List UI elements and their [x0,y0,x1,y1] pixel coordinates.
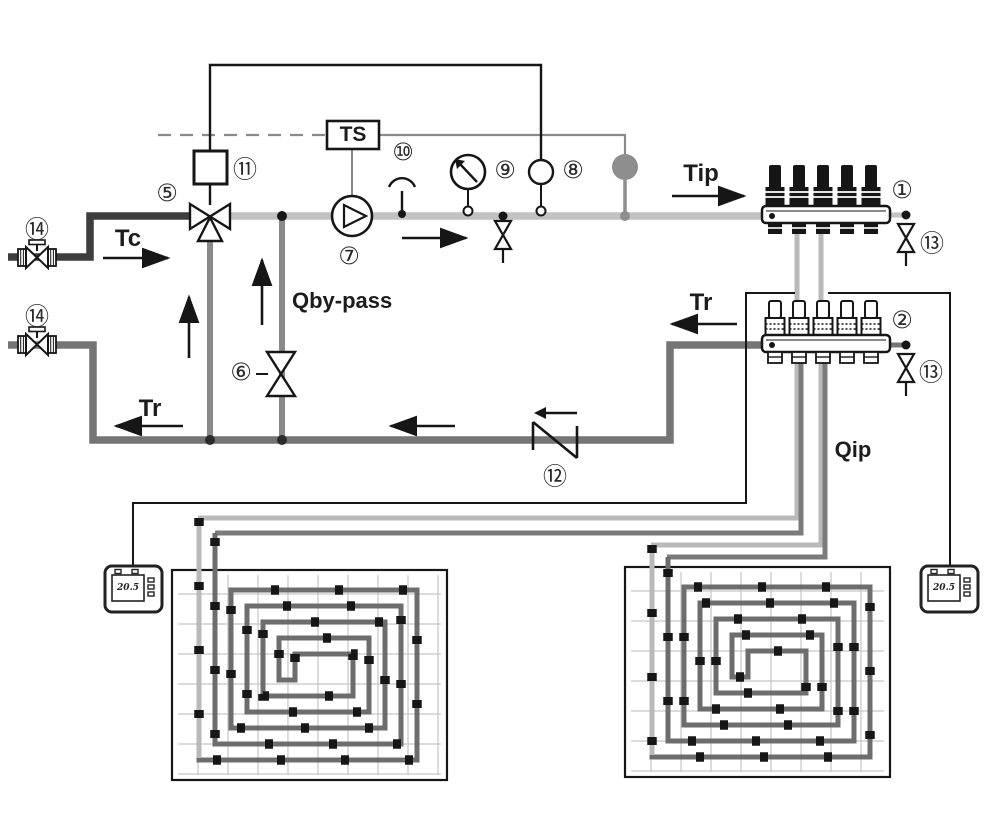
ts-sensor-line [379,133,627,156]
thermostat-button [963,591,971,597]
tag-1: ① [891,176,913,204]
thermostat-reading-left: 20.5 [117,583,139,593]
tag-10: ⑩ [392,138,414,166]
junction-dot [277,435,287,445]
label-qip: Qip [834,437,872,462]
label-qbypass: Qby-pass [292,288,393,313]
thermometer-icon [449,153,487,217]
tag-11: ⑪ [233,155,257,184]
pump-icon [330,194,374,238]
tag-9: ⑨ [494,156,516,184]
actuator-icon [192,149,229,186]
manifold-bottom-stubs [767,351,879,364]
tag-13-supply: ⑬ [920,229,944,258]
tag-12: ⑫ [543,462,567,491]
control-lines [132,63,951,566]
return-pipe [8,341,762,444]
flow-arrows [103,185,747,437]
tag-14-return: ⑭ [25,302,49,331]
floor-spirals [194,518,875,765]
shutoff-valve-return-icon [17,326,57,358]
manifold-bottom-stubs [768,223,878,234]
room-thermostat-right [919,564,980,614]
drain-valve-return-icon [896,340,916,396]
tag-6: ⑥ [230,358,252,386]
label-tc: Tc [114,225,142,252]
drain-valve-supply-icon [896,210,916,266]
ts-box [325,119,381,151]
thermostat-button [147,591,155,597]
actuator-sensor-wire [208,63,543,160]
tag-14-supply: ⑭ [25,215,49,244]
thermostat-button [963,584,971,590]
return-manifold [760,300,892,364]
ts-label: TS [339,123,367,146]
room-thermostat-left [103,564,164,614]
immersion-sensor-icon [612,154,638,221]
feed-return-right-pipe [667,352,828,560]
thermostat-screen [111,574,145,602]
bypass-valve-icon [256,350,298,398]
tag-2: ② [891,306,913,334]
manifold-body [760,204,892,225]
heating-spiral-left [196,518,420,763]
thermostat-button [963,577,971,583]
label-tip: Tip [683,160,719,187]
tag-7: ⑦ [338,242,360,270]
label-tr-bottom: Tr [138,395,162,422]
sensor-8-icon [527,158,555,217]
supply-manifold [760,165,892,234]
manifold-flowmeter-heads [764,300,882,336]
shutoff-valve-supply-icon [17,239,57,271]
junction-dot [277,211,287,221]
thermostat-wire-left [132,292,795,566]
tag-5: ⑤ [156,179,178,207]
manifold-body [760,333,892,354]
thermostat-screen [927,574,961,602]
thermostat-wire-right [828,292,951,566]
junction-dot [205,435,215,445]
thermostat-button [147,584,155,590]
feed-return-left-pipe [215,352,804,536]
pipe-junctions [205,211,287,445]
vent-valve [493,211,513,263]
label-tr-top: Tr [689,289,713,316]
tag-8: ⑧ [562,156,584,184]
tag-13-return: ⑬ [919,358,943,387]
thermostat-reading-right: 20.5 [933,583,955,593]
feed-supply-left-pipe [198,222,800,521]
thermostat-button [147,577,155,583]
pipe-clips-right [647,545,875,762]
three-way-valve [188,149,232,243]
check-valve-icon [531,407,579,460]
manifold-actuator-heads [765,165,881,206]
sensor-pocket-icon [387,177,417,218]
